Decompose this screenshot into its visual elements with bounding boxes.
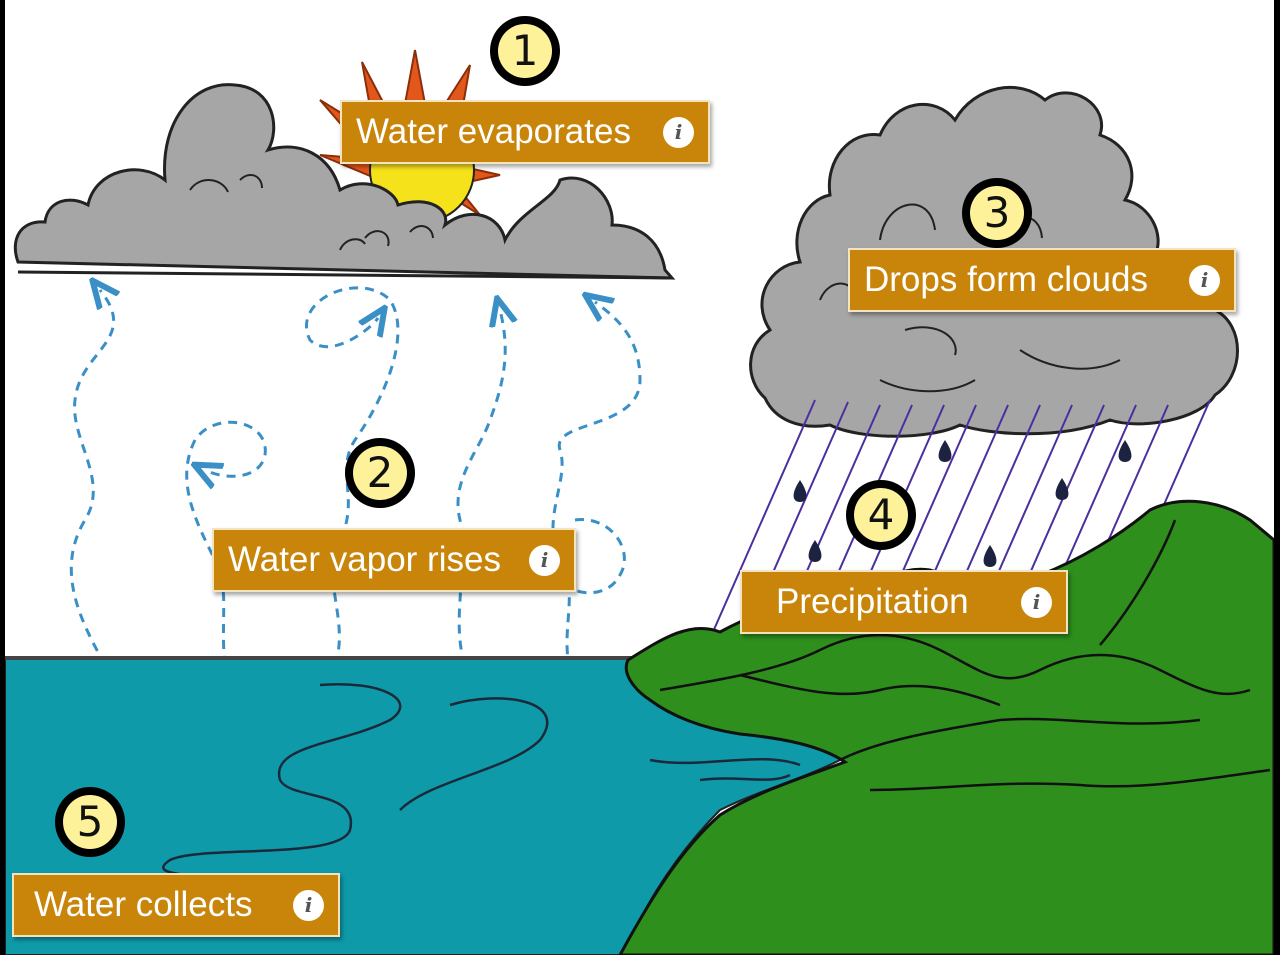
label-text: Drops form clouds	[864, 260, 1148, 299]
label-drops-form-clouds[interactable]: Drops form clouds i	[848, 248, 1236, 312]
step-3-badge: 3	[962, 178, 1032, 248]
step-5-badge: 5	[55, 787, 125, 857]
label-text: Precipitation	[776, 582, 969, 621]
label-precipitation[interactable]: Precipitation i	[740, 570, 1068, 634]
label-text: Water evaporates	[356, 112, 631, 151]
label-text: Water collects	[34, 885, 253, 924]
info-icon[interactable]: i	[1189, 264, 1220, 296]
label-text: Water vapor rises	[228, 540, 501, 579]
info-icon[interactable]: i	[529, 544, 560, 576]
label-water-collects[interactable]: Water collects i	[12, 873, 340, 937]
step-1-badge: 1	[490, 16, 560, 86]
frame-edge-right	[1274, 0, 1280, 955]
raindrops	[793, 440, 1132, 567]
step-2-badge: 2	[345, 438, 415, 508]
info-icon[interactable]: i	[1021, 586, 1052, 618]
label-water-vapor-rises[interactable]: Water vapor rises i	[212, 528, 576, 592]
cloud-left-icon	[13, 83, 676, 280]
label-water-evaporates[interactable]: Water evaporates i	[340, 100, 710, 164]
info-icon[interactable]: i	[663, 116, 694, 148]
info-icon[interactable]: i	[293, 889, 324, 921]
step-4-badge: 4	[846, 480, 916, 550]
frame-edge-left	[0, 0, 5, 955]
